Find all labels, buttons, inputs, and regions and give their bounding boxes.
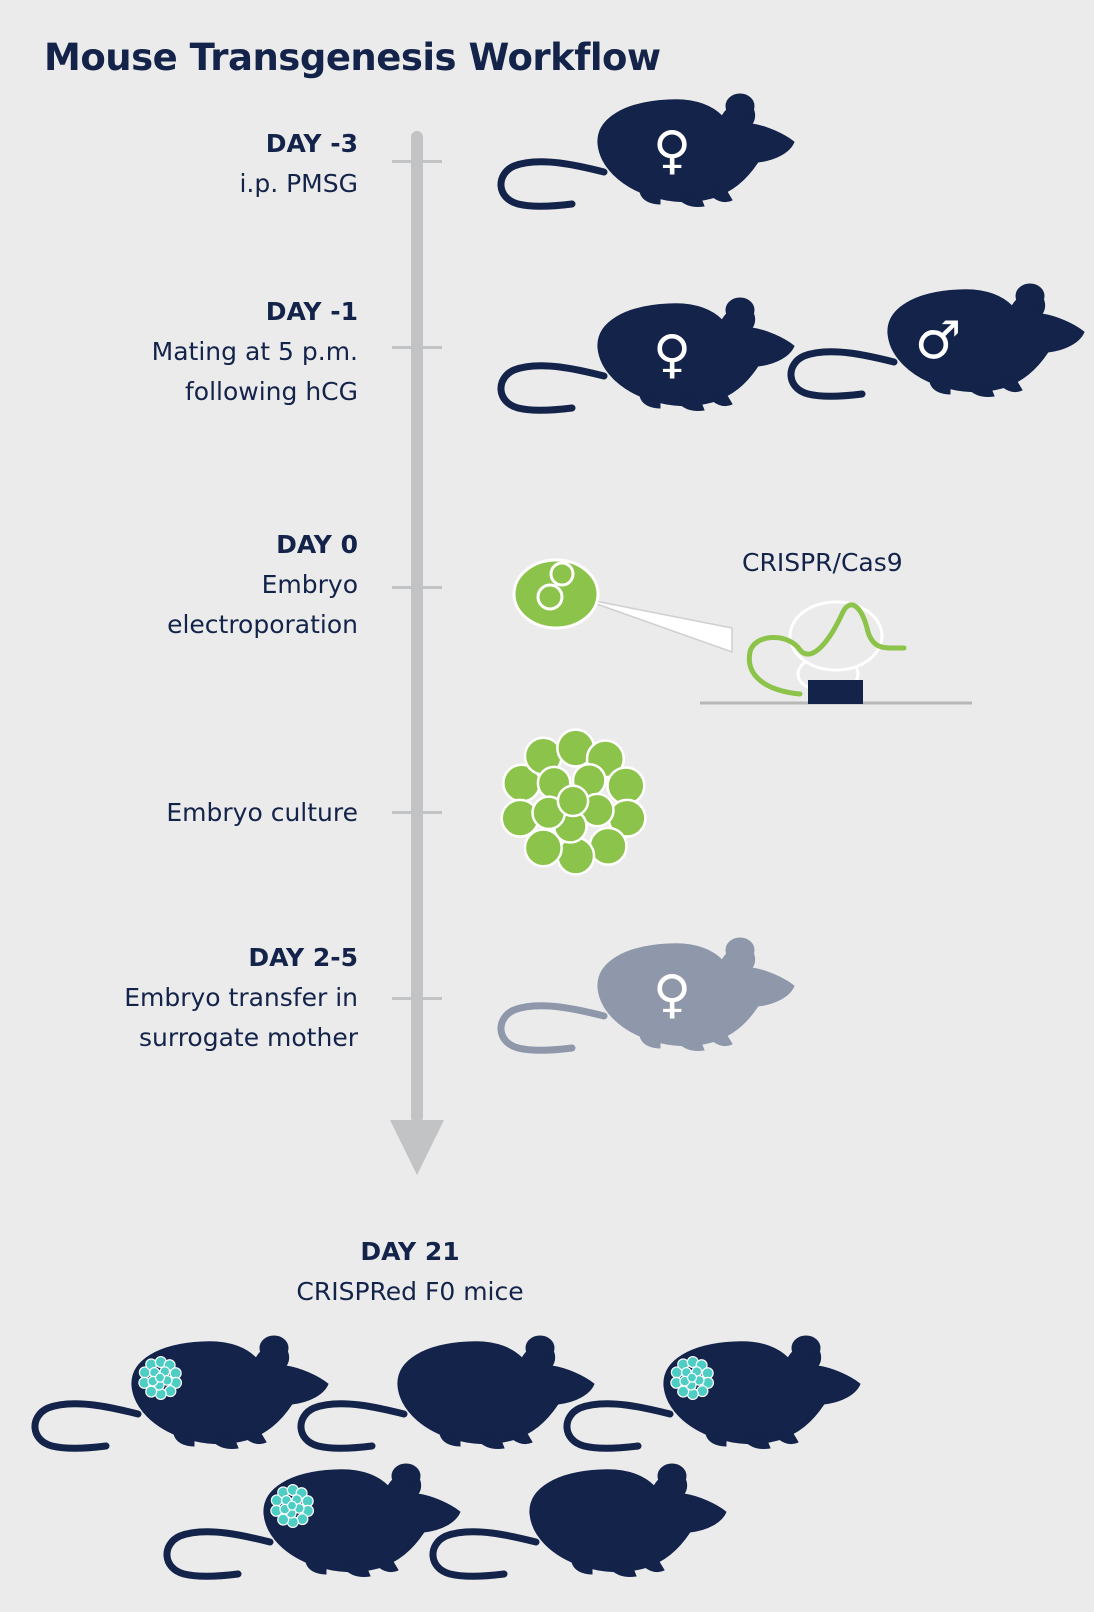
surrogate-mother-mouse-icon: ♀ xyxy=(501,938,794,1051)
f0-mouse-icon xyxy=(35,1336,328,1449)
step-day-minus-1: DAY -1 Mating at 5 p.m. following hCG xyxy=(152,292,358,412)
cell xyxy=(286,1500,298,1511)
svg-text:♀: ♀ xyxy=(653,325,691,385)
timeline-shaft xyxy=(411,131,423,1123)
cell xyxy=(588,826,628,866)
timeline-arrowhead xyxy=(390,1120,444,1175)
step-description: i.p. PMSG xyxy=(239,169,358,198)
step-day-0: DAY 0 Embryo electroporation xyxy=(167,525,358,645)
cell xyxy=(556,836,596,876)
male-mouse-icon: ♂ xyxy=(791,284,1084,397)
page-title: Mouse Transgenesis Workflow xyxy=(44,36,661,79)
cell xyxy=(686,1372,698,1383)
morula-icon xyxy=(500,728,647,876)
f0-mouse-icon xyxy=(301,1336,594,1449)
step-day-label: DAY -1 xyxy=(265,297,358,326)
f0-mouse-icon xyxy=(433,1464,726,1577)
step-description: Embryo culture xyxy=(166,798,358,827)
step-day-2-5: DAY 2-5 Embryo transfer in surrogate mot… xyxy=(124,938,358,1058)
tick-day-2-5 xyxy=(392,997,442,1000)
step-description: surrogate mother xyxy=(138,1023,358,1052)
final-step-day-21: DAY 21 CRISPRed F0 mice xyxy=(200,1232,620,1312)
step-description: Embryo xyxy=(261,570,358,599)
crispr-cas9-label: CRISPR/Cas9 xyxy=(742,548,903,577)
final-description: CRISPRed F0 mice xyxy=(296,1277,524,1306)
step-embryo-culture: Embryo culture xyxy=(166,793,358,833)
step-day-label: DAY 0 xyxy=(276,530,358,559)
female-mouse-icon: ♀ xyxy=(501,94,794,207)
svg-text:♀: ♀ xyxy=(653,965,691,1025)
tick-day-0 xyxy=(392,586,442,589)
final-day-label: DAY 21 xyxy=(360,1237,460,1266)
step-description: following hCG xyxy=(184,377,358,406)
crispr-cas9-complex-icon xyxy=(700,600,972,705)
step-description: Mating at 5 p.m. xyxy=(151,337,358,366)
tick-day-minus-3 xyxy=(392,160,442,163)
cell xyxy=(154,1372,166,1383)
svg-text:♂: ♂ xyxy=(915,311,962,371)
tick-day-minus-1 xyxy=(392,346,442,349)
tick-embryo-culture xyxy=(392,811,442,814)
step-description: Embryo transfer in xyxy=(124,983,358,1012)
cell xyxy=(523,828,563,868)
svg-text:♀: ♀ xyxy=(653,121,691,181)
embryo-cell-icon xyxy=(512,558,733,654)
cell xyxy=(556,784,590,818)
f0-mouse-icon xyxy=(167,1464,460,1577)
f0-mouse-icon xyxy=(567,1336,860,1449)
step-day-label: DAY -3 xyxy=(265,129,358,158)
step-day-label: DAY 2-5 xyxy=(248,943,358,972)
step-description: electroporation xyxy=(167,610,358,639)
step-day-minus-3: DAY -3 i.p. PMSG xyxy=(239,124,358,204)
female-mouse-icon: ♀ xyxy=(501,298,794,411)
